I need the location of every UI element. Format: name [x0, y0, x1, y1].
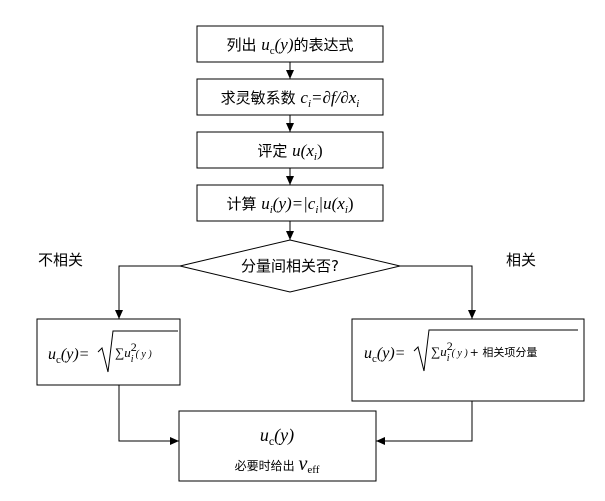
final-note: 必要时给出 νeff: [235, 453, 320, 476]
sqrt-sign-right: [413, 329, 578, 372]
correlated-box: [351, 318, 585, 402]
step1-box: [196, 25, 384, 63]
final-box: [178, 410, 377, 482]
label-uncorrelated: 不相关: [38, 251, 83, 269]
arrow-right-to-final: [376, 401, 473, 445]
uncorrelated-formula-lhs: uc(y)=: [48, 346, 89, 366]
step4-text: 计算 ui(y)=|ci|u(xi): [226, 194, 353, 216]
decision-text: 分量间相关否?: [241, 257, 339, 275]
uncorrelated-box: [36, 318, 181, 386]
final-formula: uc(y): [260, 425, 294, 448]
step1-text: 列出 uc(y)的表达式: [226, 35, 353, 57]
arrow-left-to-final: [118, 385, 179, 445]
correlated-formula-lhs: uc(y)=: [364, 345, 405, 365]
decision-diamond: [179, 239, 401, 293]
step4-box: [196, 184, 384, 222]
step2-text: 求灵敏系数 ci=∂f/∂xi: [221, 88, 360, 110]
sqrt-sign-left: [97, 330, 178, 373]
arrow-decision-left: [115, 265, 180, 319]
arrow-decision-right: [400, 265, 476, 319]
step2-box: [196, 78, 384, 116]
step3-text: 评定 u(xi): [257, 141, 322, 163]
label-correlated: 相关: [506, 251, 536, 269]
